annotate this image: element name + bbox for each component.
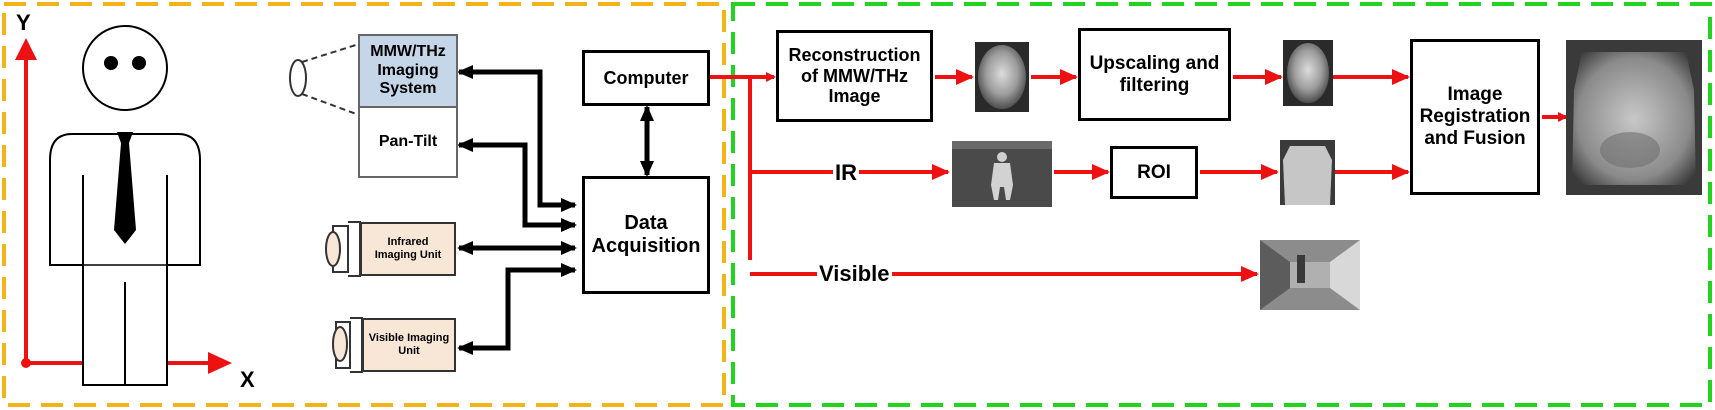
mmw-imaging-system-box: MMW/THz Imaging System	[358, 34, 458, 108]
data-acquisition-box: Data Acquisition	[582, 176, 710, 294]
reconstruction-box: Reconstruction of MMW/THz Image	[776, 30, 933, 122]
person-figure	[49, 25, 201, 386]
processing-region-border	[731, 2, 1712, 407]
y-axis-arrowhead	[15, 38, 37, 60]
pan-tilt-box: Pan-Tilt	[358, 106, 458, 178]
fused-image-thumbnail	[1566, 40, 1702, 195]
infrared-camera-icon	[325, 221, 361, 277]
ir-roi-thumbnail	[1280, 140, 1335, 205]
visible-camera-icon	[332, 317, 363, 373]
infrared-imaging-unit-box: Infrared Imaging Unit	[360, 222, 456, 276]
person-eye-right	[132, 56, 146, 70]
roi-box: ROI	[1110, 146, 1198, 199]
mmw-raw-thumbnail	[975, 42, 1029, 112]
person-eye-left	[104, 56, 118, 70]
x-axis-label: X	[240, 367, 255, 392]
ir-flow-label: IR	[833, 160, 859, 186]
y-axis-label: Y	[16, 10, 31, 35]
control-arrows	[457, 65, 654, 355]
image-registration-fusion-box: Image Registration and Fusion	[1410, 39, 1540, 195]
person-tie	[114, 132, 136, 244]
mmw-upscaled-thumbnail	[1283, 40, 1333, 106]
axis-origin	[21, 358, 31, 368]
visible-flow-label: Visible	[817, 261, 892, 287]
computer-box: Computer	[582, 50, 710, 106]
visible-imaging-unit-box: Visible Imaging Unit	[362, 318, 456, 372]
mmw-antenna-icon	[289, 43, 360, 116]
ir-raw-thumbnail	[952, 141, 1052, 207]
x-axis-arrowhead	[208, 352, 232, 374]
upscaling-filtering-box: Upscaling and filtering	[1078, 28, 1231, 121]
visible-thumbnail	[1260, 240, 1360, 310]
